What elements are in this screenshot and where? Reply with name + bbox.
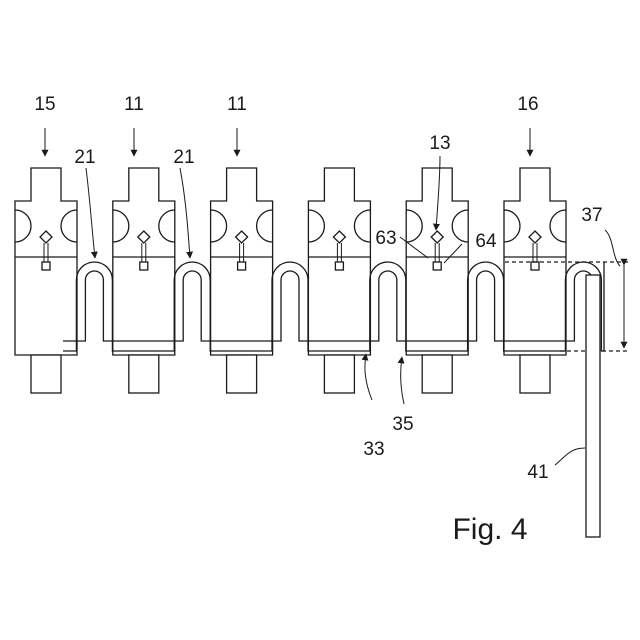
sensor-contact	[531, 262, 539, 270]
label-11-b: 11	[227, 94, 247, 115]
sensor-contact	[238, 262, 246, 270]
cell-bottom-terminal	[422, 355, 452, 393]
cell-bottom-terminal	[31, 355, 61, 393]
label-33: 33	[363, 439, 384, 460]
battery-cell	[15, 168, 77, 393]
sensor-contact	[335, 262, 343, 270]
battery-cell	[211, 168, 273, 393]
outlet-tube-41	[586, 275, 600, 537]
sensor-contact	[42, 262, 50, 270]
label-35: 35	[392, 414, 413, 435]
label-21-b: 21	[173, 147, 194, 168]
battery-cell	[308, 168, 370, 393]
label-21-a: 21	[74, 147, 95, 168]
sensor-contact	[433, 262, 441, 270]
cell-bottom-terminal	[227, 355, 257, 393]
label-16: 16	[517, 94, 538, 115]
label-11-a: 11	[124, 94, 144, 115]
label-37: 37	[581, 205, 602, 226]
battery-cell	[406, 168, 468, 393]
label-13: 13	[429, 133, 450, 154]
label-41: 41	[527, 462, 548, 483]
battery-cells	[15, 168, 566, 393]
cell-bottom-terminal	[324, 355, 354, 393]
cell-bottom-terminal	[520, 355, 550, 393]
figure-caption: Fig. 4	[452, 513, 527, 546]
sensor-contact	[140, 262, 148, 270]
cell-bottom-terminal	[129, 355, 159, 393]
label-15: 15	[34, 94, 55, 115]
label-63: 63	[375, 228, 396, 249]
label-64: 64	[475, 231, 497, 252]
battery-cell	[504, 168, 566, 393]
battery-cell	[113, 168, 175, 393]
